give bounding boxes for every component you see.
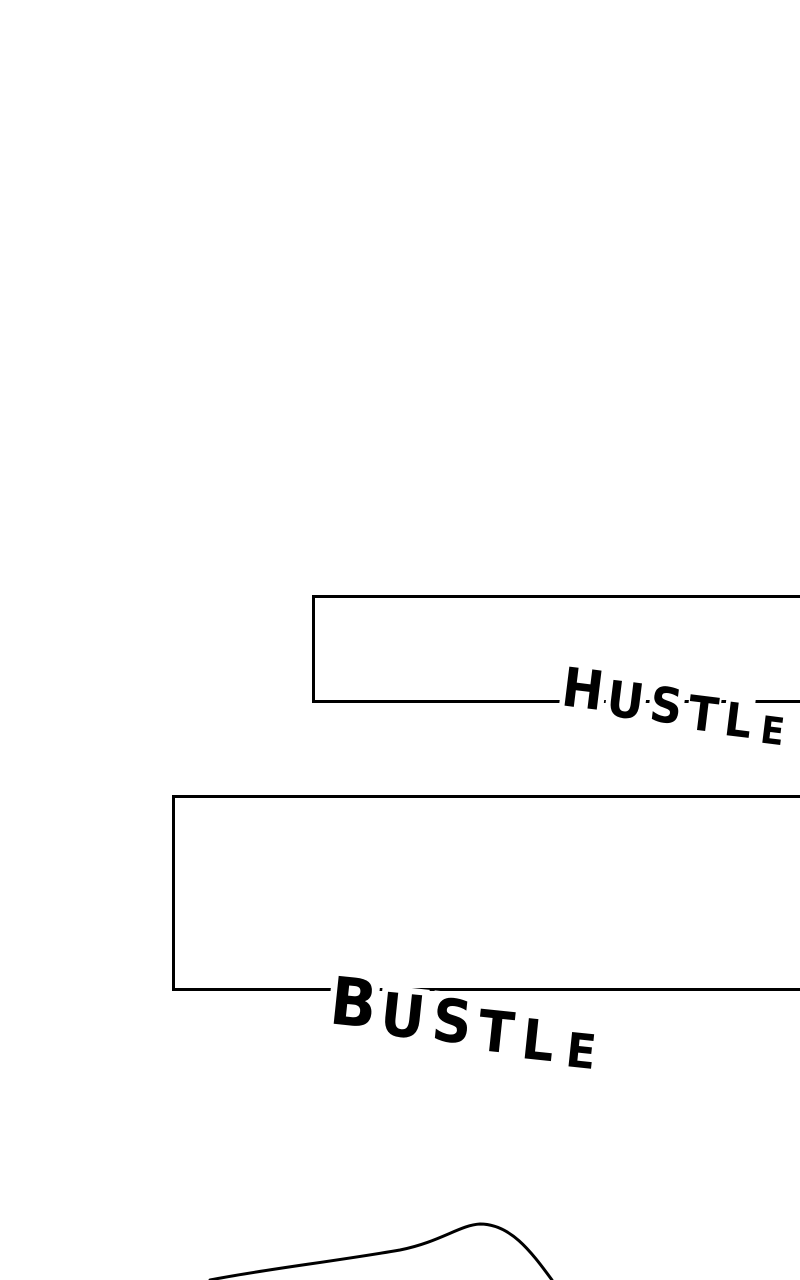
sfx-letter: T (474, 997, 519, 1068)
sfx-letter: U (603, 669, 649, 732)
sfx-letter: E (757, 707, 788, 755)
sfx-letter: E (562, 1022, 600, 1081)
sfx-letter: S (646, 675, 687, 736)
bottom-line-sketch (208, 1222, 554, 1280)
sfx-letter: H (558, 655, 609, 724)
sfx-letter: S (428, 985, 477, 1059)
sfx-letter: L (518, 1006, 560, 1075)
comic-panel-middle (172, 795, 800, 991)
sfx-letter: B (326, 962, 382, 1045)
comic-panel-top (312, 595, 800, 703)
sfx-letter: T (684, 684, 723, 744)
sfx-letter: U (376, 979, 430, 1054)
sfx-letter: L (720, 692, 756, 750)
